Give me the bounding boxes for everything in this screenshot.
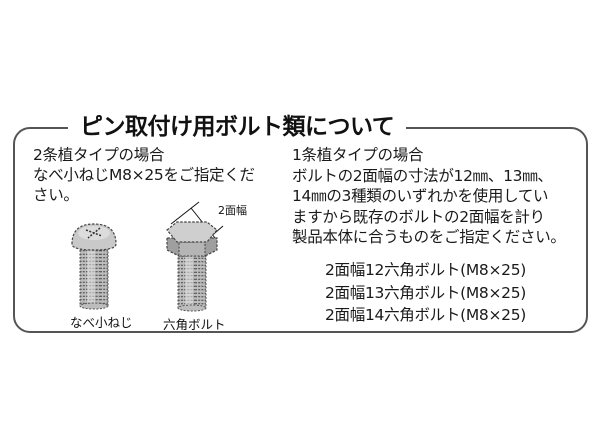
bolt-option: 2面幅13六角ボルト(M8×25) [325, 283, 527, 302]
one-pin-text-line: ますから既存のボルトの2面幅を計り [292, 207, 545, 226]
bolt-option: 2面幅14六角ボルト(M8×25) [325, 306, 527, 324]
hex-bolt-label: 六角ボルト [163, 317, 226, 332]
two-pin-heading: 2条植タイプの場合 [33, 146, 165, 164]
two-pin-column: 2条植タイプの場合 なべ小ねじM8×25をご指定くだ さい。 [33, 145, 283, 205]
pan-screw-label: なべ小ねじ [70, 315, 133, 330]
width-across-flats-label: 2面幅 [218, 204, 247, 217]
pan-head-screw-icon [71, 223, 117, 310]
bolt-option: 2面幅12六角ボルト(M8×25) [325, 261, 527, 279]
one-pin-text-line: 製品本体に合うものをご指定ください。 [292, 228, 566, 246]
one-pin-text-line: ボルトの2面幅の寸法が12㎜、13㎜、 [292, 166, 553, 185]
two-pin-text-line: なべ小ねじM8×25をご指定くだ [33, 166, 255, 184]
hex-bolt-icon [166, 201, 224, 312]
two-pin-text-line: さい。 [33, 186, 79, 204]
one-pin-heading: 1条植タイプの場合 [292, 146, 424, 164]
one-pin-column: 1条植タイプの場合 ボルトの2面幅の寸法が12㎜、13㎜、 14㎜の3種類のいず… [292, 145, 566, 248]
section-title: ピン取付け用ボルト類について [68, 113, 407, 141]
one-pin-text-line: 14㎜の3種類のいずれかを使用してい [292, 187, 549, 205]
bolt-options-list: 2面幅12六角ボルト(M8×25) 2面幅13六角ボルト(M8×25) 2面幅1… [325, 259, 526, 327]
